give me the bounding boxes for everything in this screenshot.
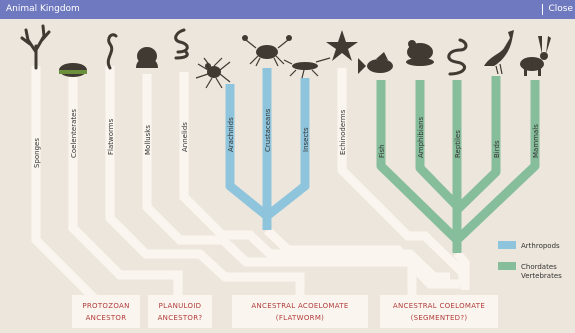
bird-icon [484,30,514,74]
legend-arthropods-swatch [498,241,516,249]
branch-amphibians [420,80,457,206]
label-coelenterates: Coelenterates [70,109,78,158]
ancestor-protozoan-line2: ANCESTOR [86,314,127,322]
label-sponges: Sponges [33,138,41,168]
ancestor-coelomate-box [380,295,498,328]
label-flatworms: Flatworms [107,118,115,155]
branch-coelenterates [73,74,178,302]
insect-icon [284,58,330,78]
legend-vertebrates-label: Vertebrates [521,272,562,280]
ancestor-protozoan-line1: PROTOZOAN [82,302,129,310]
fish-icon [358,52,393,74]
flatworm-icon [108,35,116,68]
rabbit-icon [520,36,551,76]
shell-icon [136,47,158,68]
ancestor-planuloid-line2: ANCESTOR? [158,314,203,322]
legend-arthropods-label: Arthropods [521,242,560,250]
ancestor-acoelomate-box [232,295,368,328]
worm-icon [176,30,188,58]
frog-icon [406,40,434,66]
label-echinoderms: Echinoderms [339,109,347,155]
branch-arachnids [230,84,267,216]
ancestor-coelomate-line1: ANCESTRAL COELOMATE [393,302,485,310]
starfish-icon [326,30,358,61]
legend-chordates-swatch [498,262,516,270]
ancestor-protozoan-box [72,295,140,328]
legend: Arthropods Chordates Vertebrates [498,241,562,280]
coral-icon [59,63,87,77]
sponge-icon [22,26,49,68]
ancestor-planuloid-box [148,295,212,328]
label-crustaceans: Crustaceans [264,108,272,152]
ancestor-planuloid-line1: PLANULOID [159,302,202,310]
crab-icon [242,35,292,66]
label-insects: Insects [302,127,310,152]
label-mollusks: Mollusks [144,125,152,155]
label-birds: Birds [493,140,501,158]
animal-silhouettes [22,26,551,88]
label-arachnids: Arachnids [227,117,235,152]
spider-icon [196,58,230,88]
branch-sponges [36,66,98,302]
legend-chordates-label: Chordates [521,263,557,271]
label-amphibians: Amphibians [417,116,425,158]
branch-birds [457,76,496,210]
label-annelids: Annelids [181,122,189,152]
ancestor-boxes: PROTOZOAN ANCESTOR PLANULOID ANCESTOR? A… [72,295,498,328]
label-fish: Fish [378,144,386,158]
label-mammals: Mammals [532,124,540,158]
ancestor-acoelomate-line1: ANCESTRAL ACOELOMATE [251,302,348,310]
ancestor-acoelomate-line2: (FLATWORM) [276,314,324,322]
ancestor-coelomate-line2: (SEGMENTED?) [411,314,468,322]
snake-icon [449,40,466,74]
label-reptiles: Reptiles [454,130,462,158]
branch-insects [267,78,305,216]
